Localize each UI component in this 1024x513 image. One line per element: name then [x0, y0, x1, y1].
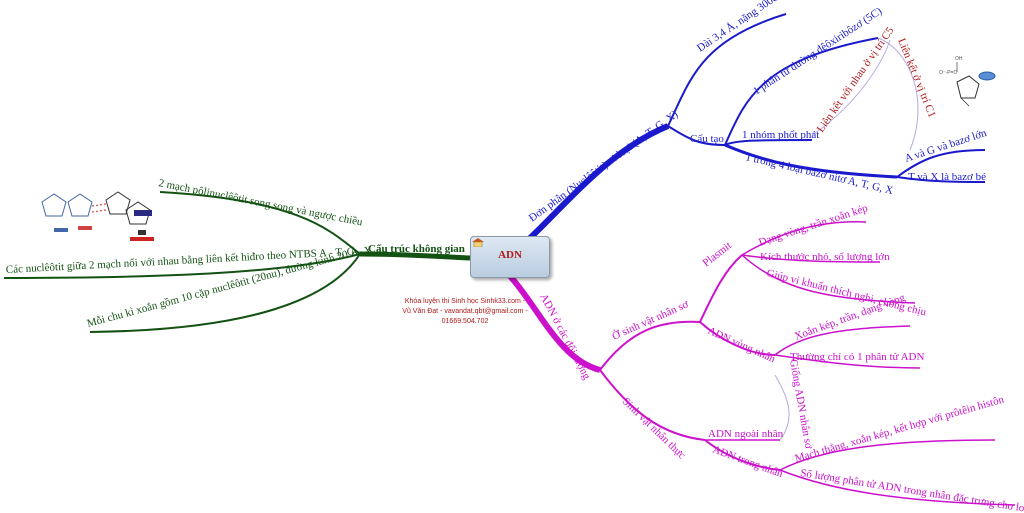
- blue-branch-label[interactable]: Đơn phân (Nuclêôtit): 4 loại (A, T, G, X…: [527, 108, 681, 224]
- mag-line-c1: [774, 325, 911, 356]
- branch-connector-magenta: [507, 274, 601, 373]
- blue-line-phosphate: [724, 139, 813, 146]
- svg-text:O⁻-P=O: O⁻-P=O: [939, 70, 957, 76]
- mag-line-p3: [741, 254, 916, 304]
- central-topic-title: ADN: [498, 249, 522, 261]
- nucleotide-structure-illustration: OH O⁻-P=O: [939, 56, 996, 107]
- mag-line-eukaryote: [599, 369, 706, 441]
- mag-c2: Thường chỉ có 1 phân tử ADN: [790, 351, 925, 363]
- relation-line-similar: [774, 374, 790, 441]
- blue-link-c1: Liên kết ở vị trí C1: [895, 37, 938, 120]
- blue-tx: T và X là bazơ bé: [908, 171, 986, 183]
- green-item-1: 2 mạch pôlinuclêôtit song song và ngược …: [157, 177, 364, 228]
- mag-line-p1: [741, 221, 867, 256]
- svg-text:OH: OH: [955, 56, 963, 62]
- blue-length: Dài 3,4 Å, nặng 300đvC: [695, 0, 791, 54]
- blue-line-structure: [667, 125, 726, 146]
- mag-line-i2: [779, 469, 1016, 506]
- blue-line-base: [724, 143, 898, 179]
- mag-prokaryote: Ở sinh vật nhân sơ: [610, 298, 690, 342]
- blue-line-ag: [896, 149, 986, 178]
- author-credit-note: Khóa luyện thi Sinh học Sinhk33.com - Vũ…: [390, 297, 540, 327]
- mag-line-c2: [774, 354, 921, 369]
- mag-i1: Mạch thẳng, xoắn kép, kết hợp với prôtêi…: [794, 393, 1006, 464]
- branch-connector-green: [359, 251, 471, 261]
- mag-line-prokaryote: [599, 320, 701, 371]
- green-line-3: [89, 253, 361, 333]
- mag-plasmid: Plasmit: [700, 240, 733, 270]
- mag-i2: Số lượng phân tử ADN trong nhân đặc trưn…: [800, 467, 1024, 513]
- mag-similar: Giống ADN nhân sơ: [787, 358, 815, 449]
- green-branch-label[interactable]: Cấu trúc không gian: [368, 243, 465, 255]
- mag-p2: Kích thước nhỏ, số lượng lớn: [760, 251, 890, 263]
- credit-line-1: Khóa luyện thi Sinh học Sinhk33.com -: [404, 298, 526, 305]
- credit-line-3: 01669.504.702: [441, 318, 489, 325]
- relation-line-c1: [877, 37, 919, 151]
- blue-phosphate: 1 nhóm phốt phát: [742, 129, 819, 141]
- mag-p1: Dạng vòng, trần xoắn kép: [757, 202, 870, 249]
- blue-line-tx: [896, 176, 986, 183]
- magenta-branch-label[interactable]: ADN ở các đối tượng: [537, 292, 593, 382]
- mag-line-circular: [699, 321, 776, 356]
- mag-line-inside: [704, 439, 781, 471]
- blue-line-sugar: [724, 37, 879, 146]
- relation-line-c5: [811, 39, 891, 136]
- green-line-1: [159, 191, 361, 255]
- branch-connector-blue: [525, 123, 670, 243]
- home-icon: [472, 238, 484, 247]
- central-topic-node[interactable]: ADN: [470, 236, 550, 278]
- mag-eukaryote: Sinh vật nhân thực: [620, 396, 688, 462]
- mag-inside: ADN trong nhân: [711, 444, 785, 481]
- mag-line-i1: [779, 439, 996, 471]
- blue-line-length: [667, 13, 787, 127]
- credit-line-2: Vũ Văn Đạt - vavandat.qbt@gmail.com -: [402, 308, 528, 315]
- mag-line-plasmid: [699, 254, 743, 323]
- dna-pair-structure-illustration: [41, 191, 154, 241]
- mag-line-p2: [741, 254, 881, 263]
- green-line-2: [3, 253, 361, 279]
- mag-circular: ADN vùng nhân: [706, 325, 778, 366]
- mag-outside: ADN ngoài nhân: [708, 428, 784, 440]
- blue-structure: Cấu tạo: [690, 133, 724, 145]
